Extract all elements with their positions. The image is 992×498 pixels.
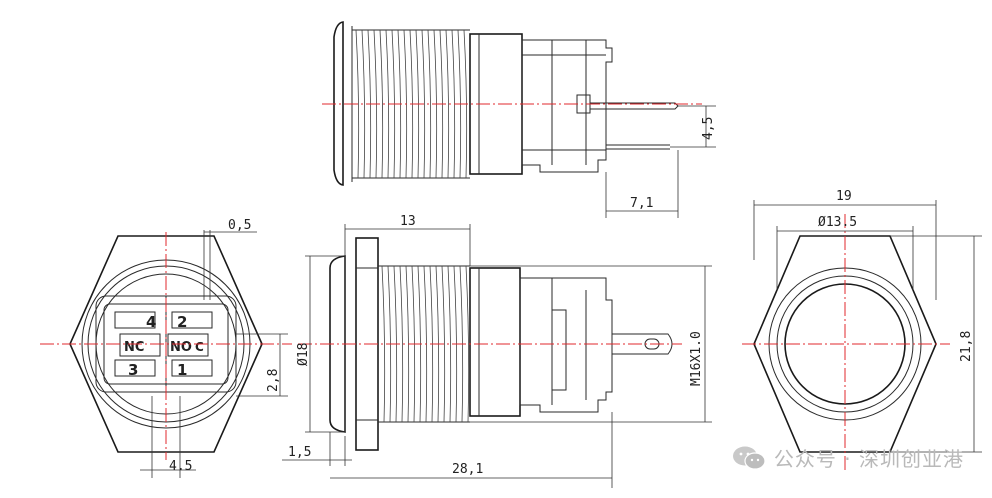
thread-line	[361, 29, 366, 179]
thread-line	[447, 265, 452, 423]
top-side-view: 4,5 7,1	[322, 21, 716, 218]
pin-label-2: 2	[177, 313, 187, 331]
pin-label-nc: NC	[124, 340, 144, 355]
dim-flange-thickness: 1,5	[288, 445, 311, 460]
thread-line	[381, 265, 386, 423]
pin-label-4: 4	[146, 313, 156, 331]
right-front-view: 19 Ø13.5 21,8	[742, 189, 982, 470]
thread-line	[421, 29, 426, 179]
thread-line	[399, 265, 404, 423]
pin-label-c: C	[195, 340, 204, 354]
thread-line	[445, 29, 450, 179]
thread-line	[379, 29, 384, 179]
watermark: 公众号 · 深圳创业港	[732, 443, 964, 472]
pin-label-1: 1	[177, 361, 187, 379]
pin-label-3: 3	[128, 361, 138, 379]
dim-pin-spacing: 4,5	[701, 117, 716, 140]
left-end-view: 4 2 NC NO C 3 1 0,5 2,8 4.5	[40, 218, 292, 478]
middle-side-view: 13 Ø18 M16X1.0 1,5 28,1	[282, 214, 712, 488]
dim-ring-diameter: Ø13.5	[818, 215, 857, 230]
thread-line	[427, 29, 432, 179]
wechat-icon	[732, 446, 766, 470]
dim-gap-top: 0,5	[228, 218, 251, 233]
dim-thread-spec: M16X1.0	[689, 331, 704, 386]
thread-line	[465, 265, 470, 423]
dim-bottom-width: 4.5	[169, 459, 192, 474]
dim-pin-offset: 2,8	[266, 369, 281, 392]
thread-line	[441, 265, 446, 423]
watermark-text: 公众号 · 深圳创业港	[773, 447, 964, 471]
dim-terminal-length: 7,1	[630, 196, 653, 211]
dim-hex-across: 19	[836, 189, 852, 204]
thread-line	[355, 29, 360, 179]
dim-body-diameter: Ø18	[296, 343, 311, 366]
dim-thread-length: 13	[400, 214, 416, 229]
dim-hex-height: 21,8	[959, 331, 974, 362]
pin-label-no: NO	[170, 340, 192, 355]
dim-total-length: 28,1	[452, 462, 483, 477]
